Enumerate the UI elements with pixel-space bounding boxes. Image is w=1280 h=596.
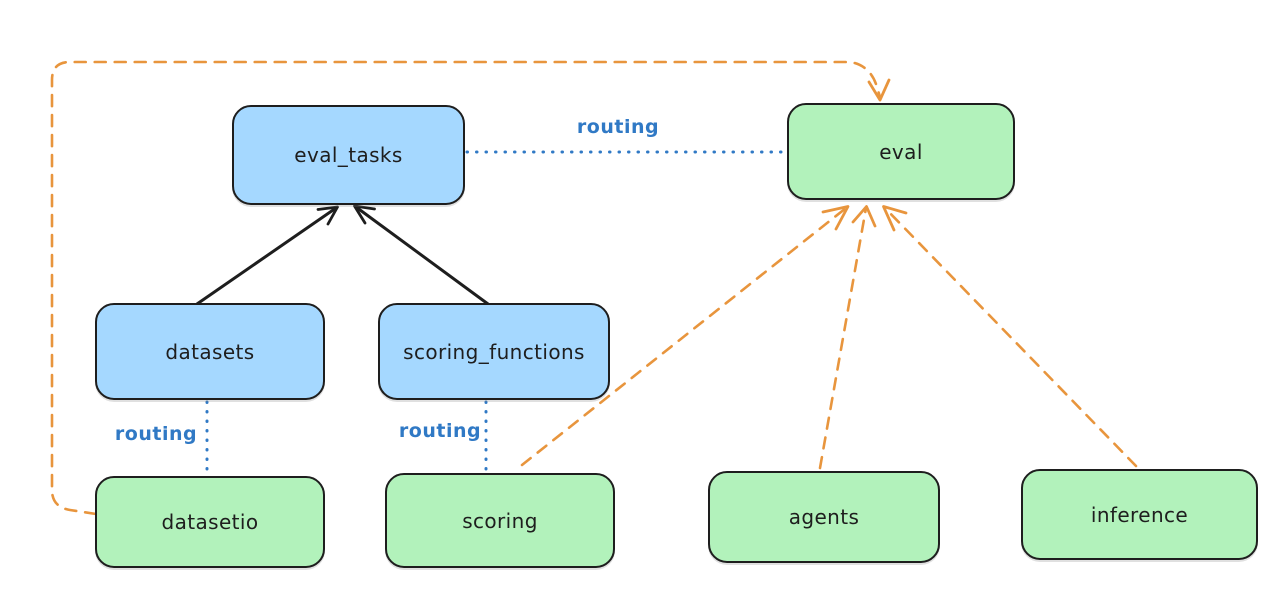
node-agents: agents [708,471,940,563]
edge-agents-to-eval [818,205,877,470]
edge-label-routing-scoring-functions-scoring: routing [398,420,482,442]
node-scoring-functions: scoring_functions [378,303,610,400]
node-datasetio: datasetio [95,476,325,568]
node-datasetio-label: datasetio [161,510,259,534]
node-inference-label: inference [1090,502,1189,527]
node-scoring-functions-label: scoring_functions [403,339,585,364]
edge-datasetio-to-eval [50,60,891,516]
node-eval-tasks: eval_tasks [232,105,465,205]
node-agents-label: agents [788,505,860,529]
node-eval: eval [787,103,1015,200]
edge-scoring_functions-to-eval_tasks [353,204,490,306]
node-eval-label: eval [879,139,923,164]
edge-datasets-to-eval_tasks [195,205,339,306]
edge-inference-to-eval [882,205,1138,468]
edge-scoring-to-eval [520,205,850,467]
node-inference: inference [1021,469,1258,560]
node-datasets: datasets [95,303,325,400]
edge-label-routing-datasets-datasetio: routing [114,423,198,445]
node-scoring-label: scoring [462,508,538,533]
node-eval-tasks-label: eval_tasks [294,143,403,167]
node-scoring: scoring [385,473,615,568]
node-datasets-label: datasets [165,339,255,364]
edge-label-routing-eval-tasks-eval: routing [576,116,660,138]
